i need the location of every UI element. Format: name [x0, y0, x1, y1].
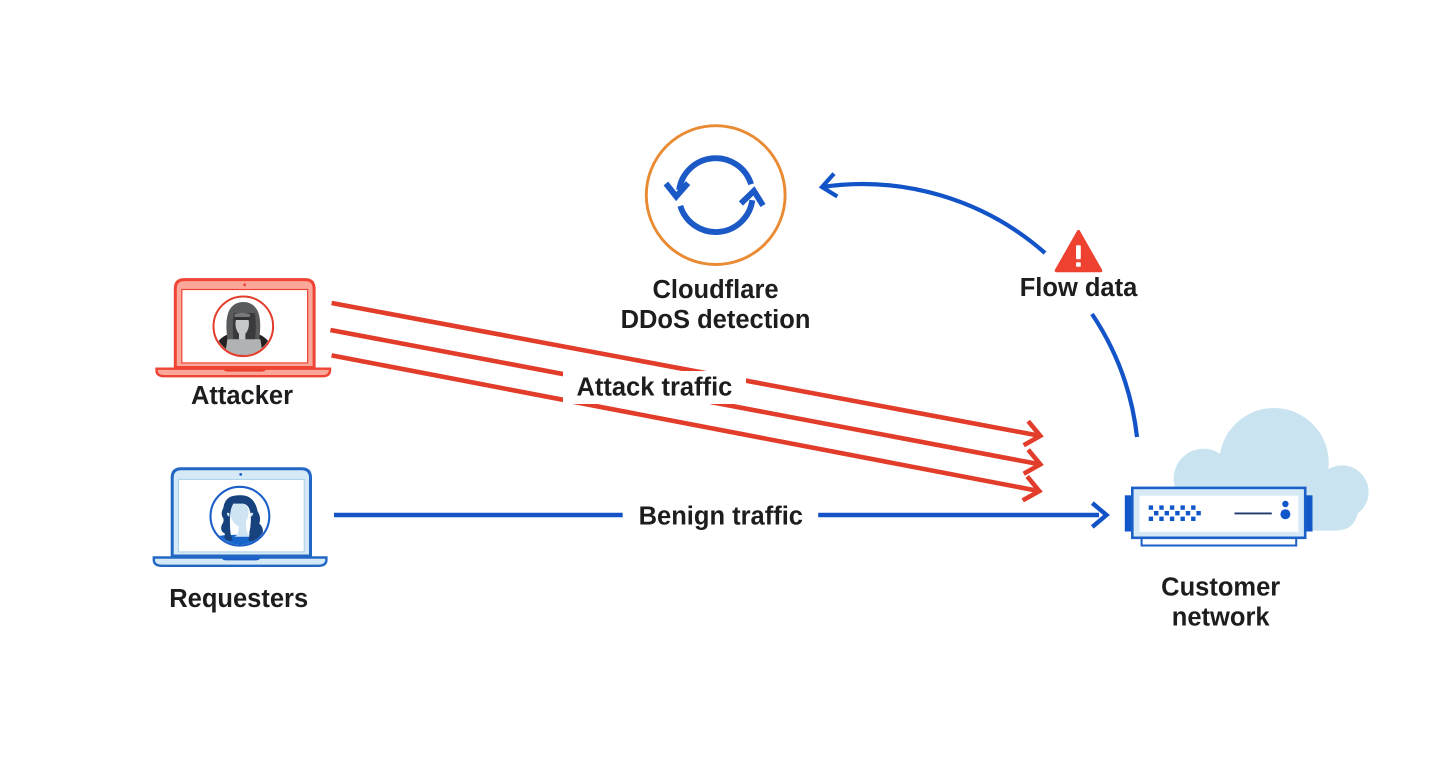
svg-text:Attacker: Attacker — [191, 382, 293, 410]
svg-text:network: network — [1172, 604, 1271, 632]
svg-text:Cloudflare: Cloudflare — [652, 276, 778, 304]
svg-text:Benign traffic: Benign traffic — [639, 503, 803, 531]
svg-text:DDoS detection: DDoS detection — [621, 306, 811, 334]
svg-text:Flow data: Flow data — [1020, 274, 1138, 302]
svg-text:Customer: Customer — [1161, 574, 1280, 602]
svg-text:Attack traffic: Attack traffic — [576, 374, 732, 402]
svg-text:Requesters: Requesters — [169, 585, 308, 613]
